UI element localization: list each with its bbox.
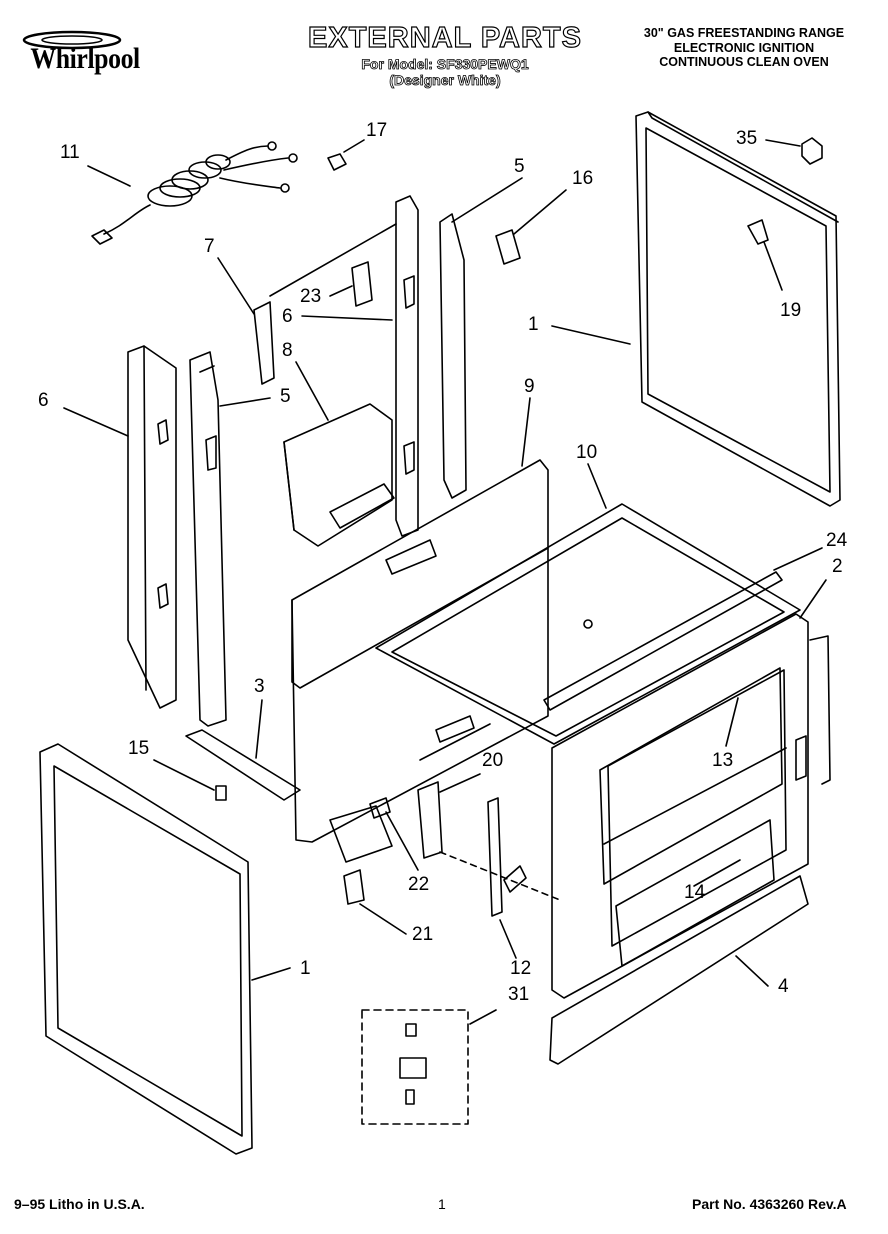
bracket-20-drawing	[417, 781, 443, 859]
callout-23: 23	[300, 286, 322, 307]
floor-support-drawing	[329, 805, 393, 863]
callout-6-left: 6	[38, 390, 49, 411]
callout-12: 12	[510, 958, 532, 979]
clip-drawing	[747, 219, 769, 245]
callout-24: 24	[826, 530, 848, 551]
front-rail-left-drawing	[189, 351, 227, 727]
side-gasket-drawing	[809, 635, 831, 785]
leg-21-drawing	[343, 869, 365, 905]
callout-9: 9	[524, 376, 535, 397]
page-number: 1	[438, 1196, 446, 1212]
callout-2: 2	[832, 556, 843, 577]
desc-line-2: ELECTRONIC IGNITION	[673, 40, 815, 55]
bushing-drawing	[327, 153, 347, 171]
callout-31: 31	[508, 984, 530, 1005]
callout-20: 20	[482, 750, 504, 771]
gasket-upper-drawing	[599, 667, 783, 885]
callout-16: 16	[572, 168, 594, 189]
callout-19: 19	[780, 300, 802, 321]
callout-5-left: 5	[280, 386, 291, 407]
callout-7: 7	[204, 236, 215, 257]
callout-6-upper: 6	[282, 306, 293, 327]
screw-drawing	[801, 137, 823, 165]
vent-duct-drawing	[283, 403, 395, 547]
connection-line	[439, 851, 561, 901]
gasket-lower-drawing	[615, 819, 775, 967]
bracket-12-drawing	[487, 797, 503, 917]
callout-5-upper: 5	[514, 156, 525, 177]
side-rail-left-drawing	[127, 345, 177, 709]
model-color: (Designer White)	[389, 72, 501, 89]
leveling-screw-drawing	[215, 785, 227, 801]
product-description: 30" GAS FREESTANDING RANGE ELECTRONIC IG…	[610, 26, 878, 70]
front-frame-drawing	[551, 613, 809, 999]
kit-box-drawing	[361, 1009, 469, 1125]
callout-15: 15	[128, 738, 150, 759]
callout-17: 17	[366, 120, 388, 141]
part-number: Part No. 4363260 Rev.A	[692, 1196, 847, 1212]
clip-22-drawing	[369, 797, 391, 819]
logo-swoosh-icon	[22, 30, 122, 50]
trim-strip-drawing	[543, 571, 783, 711]
desc-line-3: CONTINUOUS CLEAN OVEN	[659, 55, 829, 69]
callout-21: 21	[412, 924, 434, 945]
side-panel-right-drawing	[635, 111, 841, 507]
bottom-bracket-drawing	[185, 729, 301, 801]
callout-4: 4	[778, 976, 789, 997]
model-info: For Model: SF330PEWQ1 (Designer White)	[300, 56, 590, 89]
callout-13: 13	[712, 750, 734, 771]
leader-lines	[63, 139, 827, 1025]
callout-8: 8	[282, 340, 293, 361]
callout-35: 35	[736, 128, 758, 149]
callout-1-lower: 1	[300, 958, 311, 979]
rear-panel-drawing	[291, 459, 549, 843]
bracket-12-foot-drawing	[503, 865, 527, 893]
side-panel-left-drawing	[39, 743, 253, 1155]
callout-3: 3	[254, 676, 265, 697]
model-number: For Model: SF330PEWQ1	[361, 56, 529, 73]
desc-line-1: 30" GAS FREESTANDING RANGE	[643, 26, 845, 40]
callout-22: 22	[408, 874, 430, 895]
callout-1-upper: 1	[528, 314, 539, 335]
power-cord-drawing	[91, 141, 298, 245]
callout-11: 11	[60, 142, 80, 163]
kick-plate-drawing	[549, 875, 809, 1065]
whirlpool-logo: Whirlpool	[12, 28, 182, 82]
callout-10: 10	[576, 442, 598, 463]
print-info: 9–95 Litho in U.S.A.	[14, 1196, 145, 1212]
brand-name: Whirlpool	[30, 42, 140, 75]
callout-14: 14	[684, 882, 706, 903]
upper-rear-brackets-drawing	[253, 195, 521, 537]
page-title: EXTERNAL PARTS	[307, 21, 582, 54]
cooktop-pan-drawing	[375, 503, 801, 745]
